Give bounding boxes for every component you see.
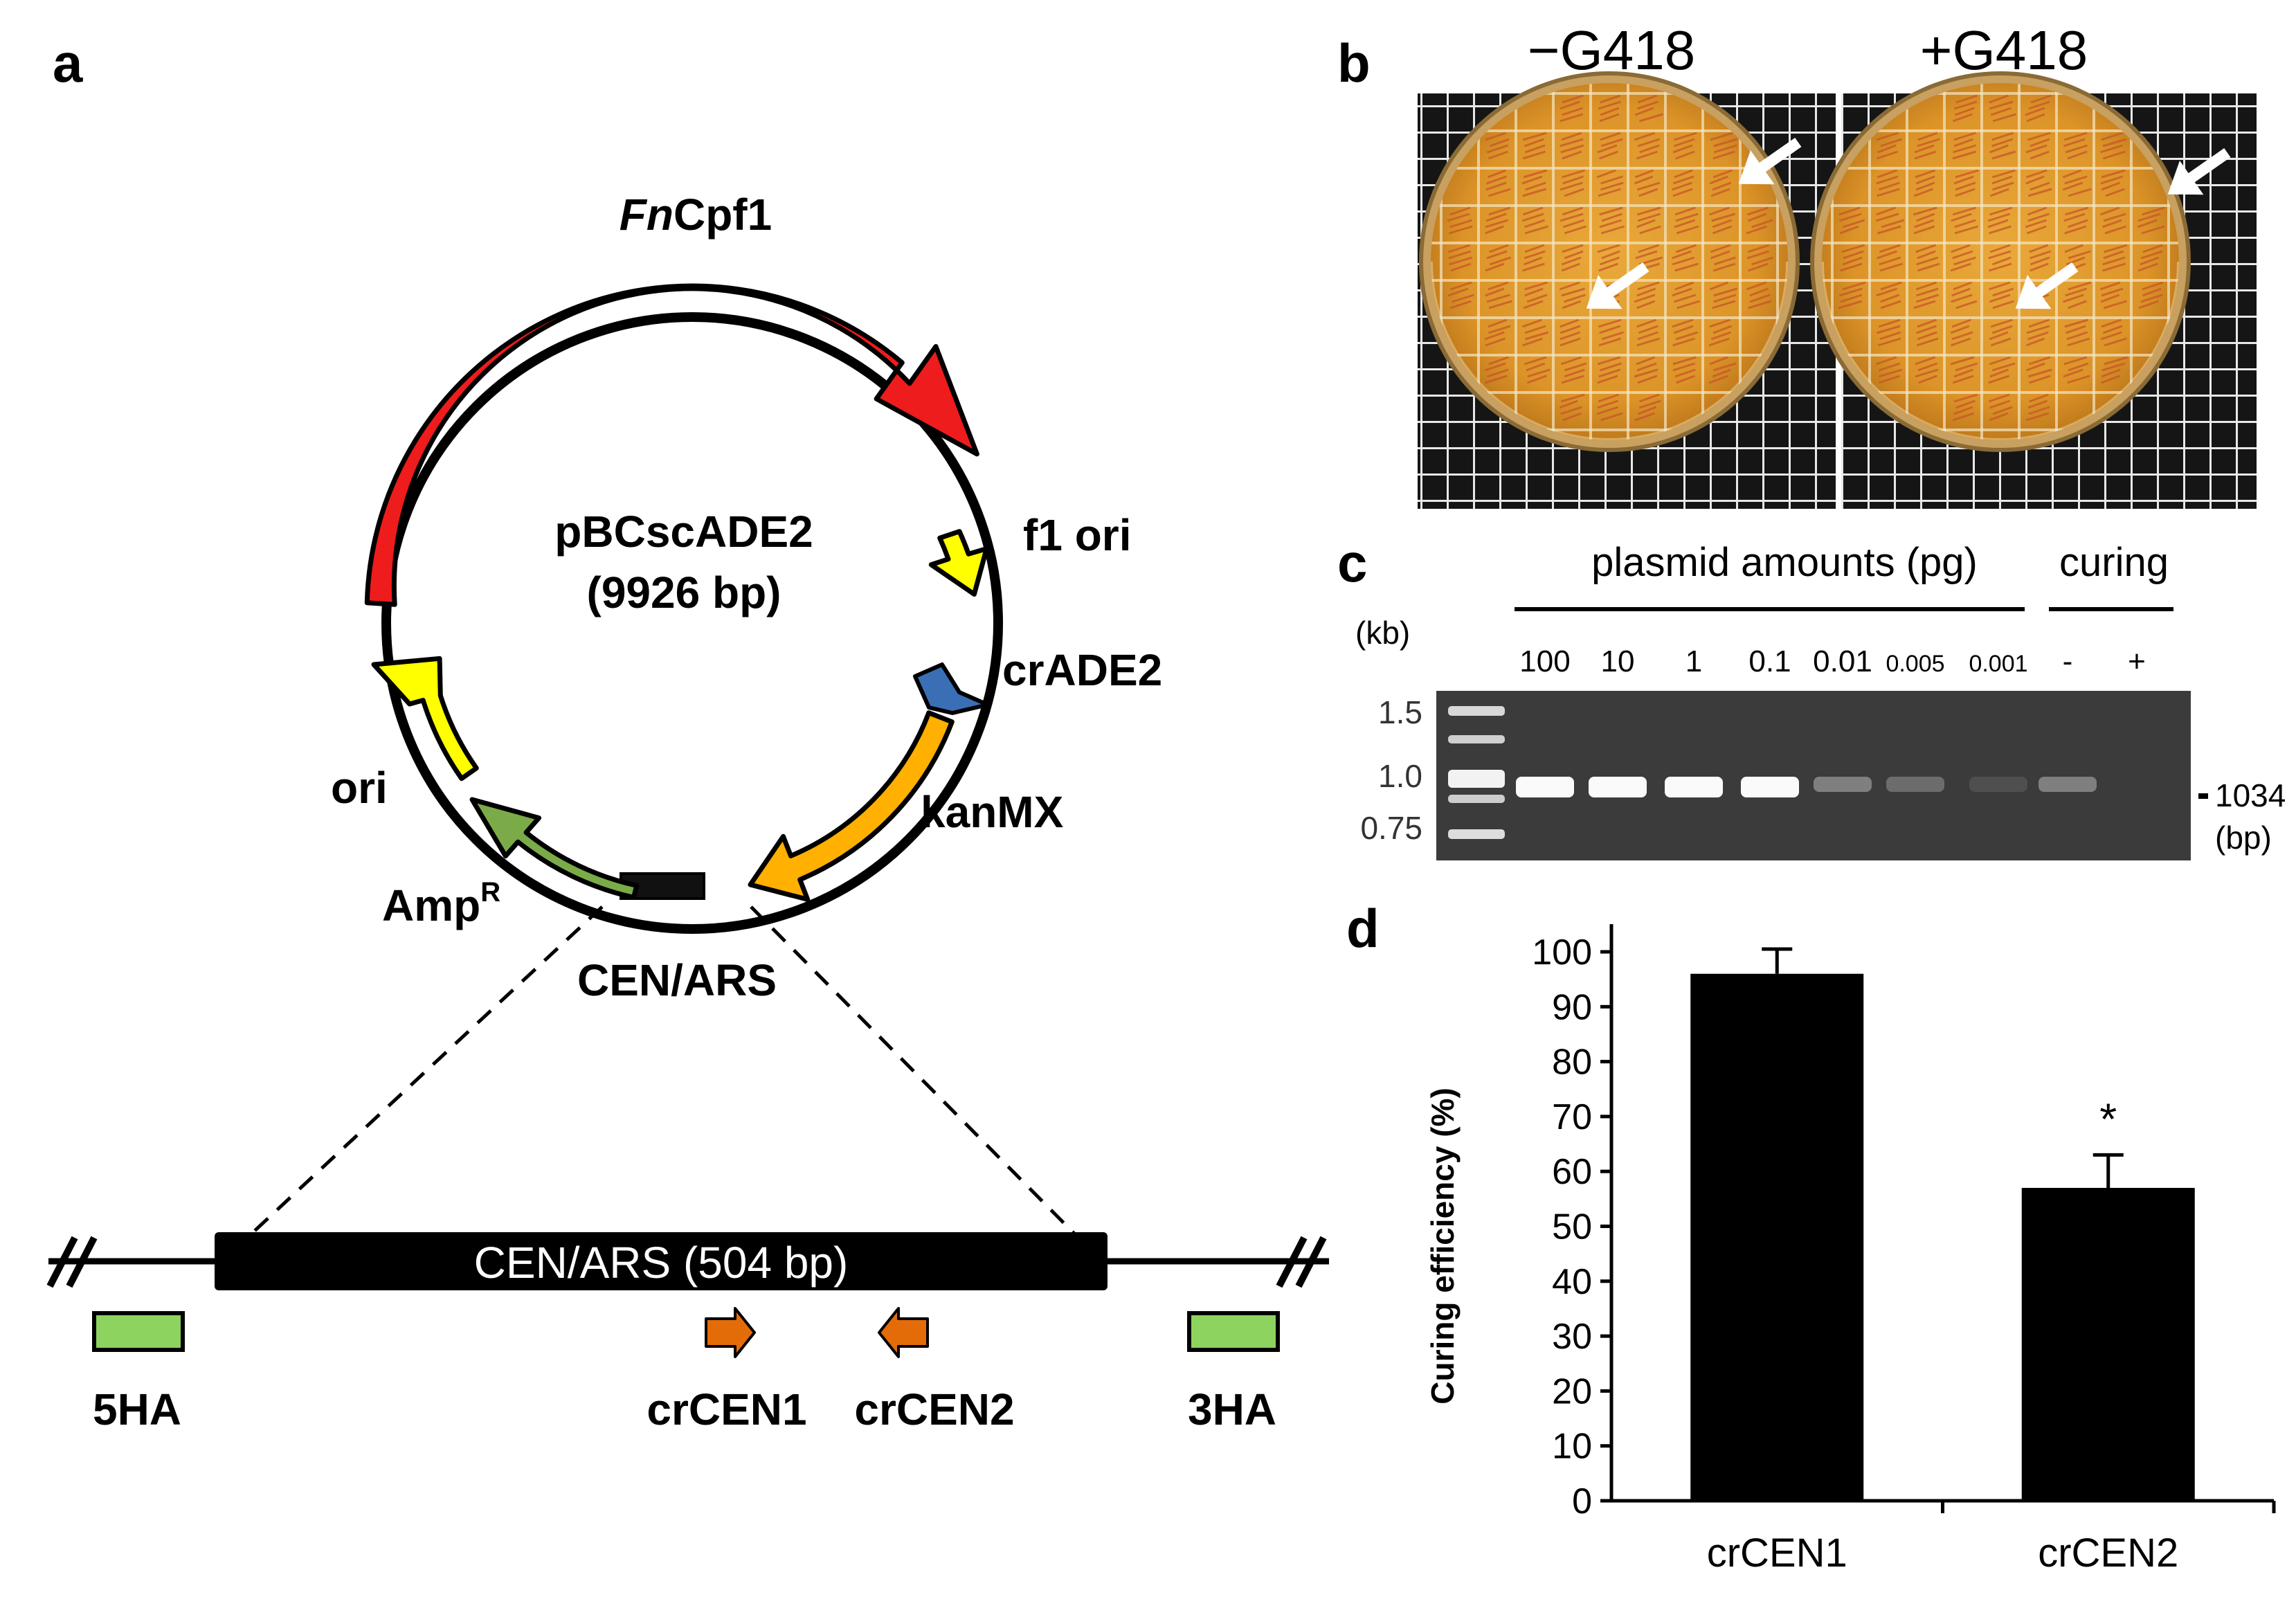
gel-band: [1516, 777, 1574, 797]
crade2-label: crADE2: [1002, 645, 1162, 695]
panel-label-d: d: [1346, 898, 1380, 959]
band-size-unit: (bp): [2215, 820, 2272, 856]
ori-arrow: [371, 656, 479, 782]
cenars-bar-label: CEN/ARS (504 bp): [474, 1238, 849, 1288]
ha5-box: [92, 1311, 185, 1352]
plate-title-minus: −G418: [1528, 19, 1695, 81]
marker-1-0: 1.0: [1378, 758, 1422, 794]
gel-group1-label: plasmid amounts (pg): [1591, 540, 1978, 585]
crcen1-arrow: [705, 1307, 756, 1358]
break-mark-right: [1276, 1236, 1327, 1288]
fncpf1-italic: Fn: [620, 190, 674, 240]
gel-lane-label: 0.1: [1748, 644, 1791, 678]
x-category-label: crCEN1: [1707, 1531, 1847, 1576]
gel-ladder: [1448, 706, 1505, 839]
plasmid-backbone: [381, 312, 1003, 934]
fncpf1-arrow: [364, 283, 979, 607]
crcen2-label: crCEN2: [854, 1384, 1014, 1434]
y-tick-label: 70: [1552, 1097, 1592, 1137]
gel-lane-label: 1: [1685, 644, 1702, 678]
plasmid-name: pBCscADE2: [554, 507, 813, 557]
gel-band: [1969, 777, 2027, 792]
gel-band: [1814, 777, 1872, 792]
cenars-label: CEN/ARS: [577, 955, 777, 1005]
gel-band: [1886, 777, 1944, 792]
gel-lane-label: 0.01: [1813, 644, 1872, 678]
crcen1-label: crCEN1: [647, 1384, 806, 1434]
panel-label-b: b: [1337, 33, 1371, 93]
y-tick-label: 20: [1552, 1371, 1592, 1411]
y-tick-label: 90: [1552, 987, 1592, 1027]
y-tick-label: 10: [1552, 1427, 1592, 1467]
gel-group2-label: curing: [2059, 540, 2169, 585]
bar-crCEN1: [1690, 973, 1864, 1501]
y-tick-label: 40: [1552, 1262, 1592, 1302]
kanmx-label: kanMX: [921, 787, 1064, 837]
zoom-line-right: [750, 905, 1081, 1240]
gel-band: [1589, 777, 1647, 797]
ampr-arrow: [469, 797, 640, 900]
ampr-main: Amp: [382, 881, 480, 930]
gel-lane-label: 100: [1519, 644, 1570, 678]
y-tick-label: 30: [1552, 1317, 1592, 1357]
bar-chart: 0 10 20 30 40 50 60 70 80 90 100 crCEN1 crCEN2 *: [1532, 924, 2276, 1576]
gel-lane-label: 10: [1601, 644, 1635, 678]
y-tick-label: 0: [1572, 1481, 1592, 1522]
crcen2-arrow: [878, 1307, 929, 1358]
cenars-bar: [215, 1232, 1108, 1290]
ha5-label: 5HA: [93, 1384, 181, 1434]
gel-band: [1741, 777, 1799, 797]
gel-lane-label: +: [2128, 644, 2146, 678]
plate-title-plus: +G418: [1920, 19, 2088, 81]
ha3-box: [1187, 1311, 1280, 1352]
ha3-label: 3HA: [1188, 1384, 1276, 1434]
marker-0-75: 0.75: [1360, 810, 1422, 846]
gel-band: [1665, 777, 1723, 797]
panel-label-a: a: [53, 33, 83, 93]
ampr-sup: R: [480, 877, 500, 908]
f1ori-label: f1 ori: [1023, 510, 1131, 560]
ampr-label: AmpR: [382, 877, 500, 930]
gel-lane-label: -: [2063, 644, 2073, 678]
ori-label: ori: [331, 763, 388, 813]
y-tick-label: 50: [1552, 1207, 1592, 1247]
fncpf1-label: FnCpf1: [620, 190, 772, 240]
y-tick-label: 60: [1552, 1152, 1592, 1192]
gel-band: [2039, 777, 2097, 792]
gel-unit-label: (kb): [1355, 615, 1410, 651]
significance-marker: *: [2099, 1094, 2117, 1144]
f1ori-arrow: [928, 529, 989, 597]
white-arrow-icon: [1586, 137, 2231, 309]
zoom-line-left: [244, 905, 604, 1240]
gel-image: [1436, 691, 2191, 860]
x-category-label: crCEN2: [2038, 1531, 2178, 1576]
band-size-label: 1034: [2215, 777, 2286, 813]
gel-lane-label: 0.005: [1886, 651, 1944, 677]
break-mark-left: [46, 1236, 98, 1288]
plate-plus-photo: [1810, 71, 2257, 509]
plasmid-size: (9926 bp): [587, 568, 781, 617]
marker-1-5: 1.5: [1378, 694, 1422, 730]
y-tick-label: 80: [1552, 1043, 1592, 1083]
gel-lane-label: 0.001: [1969, 651, 2027, 677]
panel-label-c: c: [1337, 532, 1367, 593]
y-tick-label: 100: [1532, 932, 1592, 973]
bar-crCEN2: [2021, 1187, 2195, 1501]
kanmx-arrow: [748, 710, 955, 902]
gel-lane-labels: 100 10 1 0.1 0.01 0.005 0.001 - +: [1519, 644, 2146, 678]
y-axis-title: Curing efficiency (%): [1425, 1088, 1461, 1405]
fncpf1-rest: Cpf1: [674, 190, 772, 240]
crade2-marker: [913, 662, 990, 715]
